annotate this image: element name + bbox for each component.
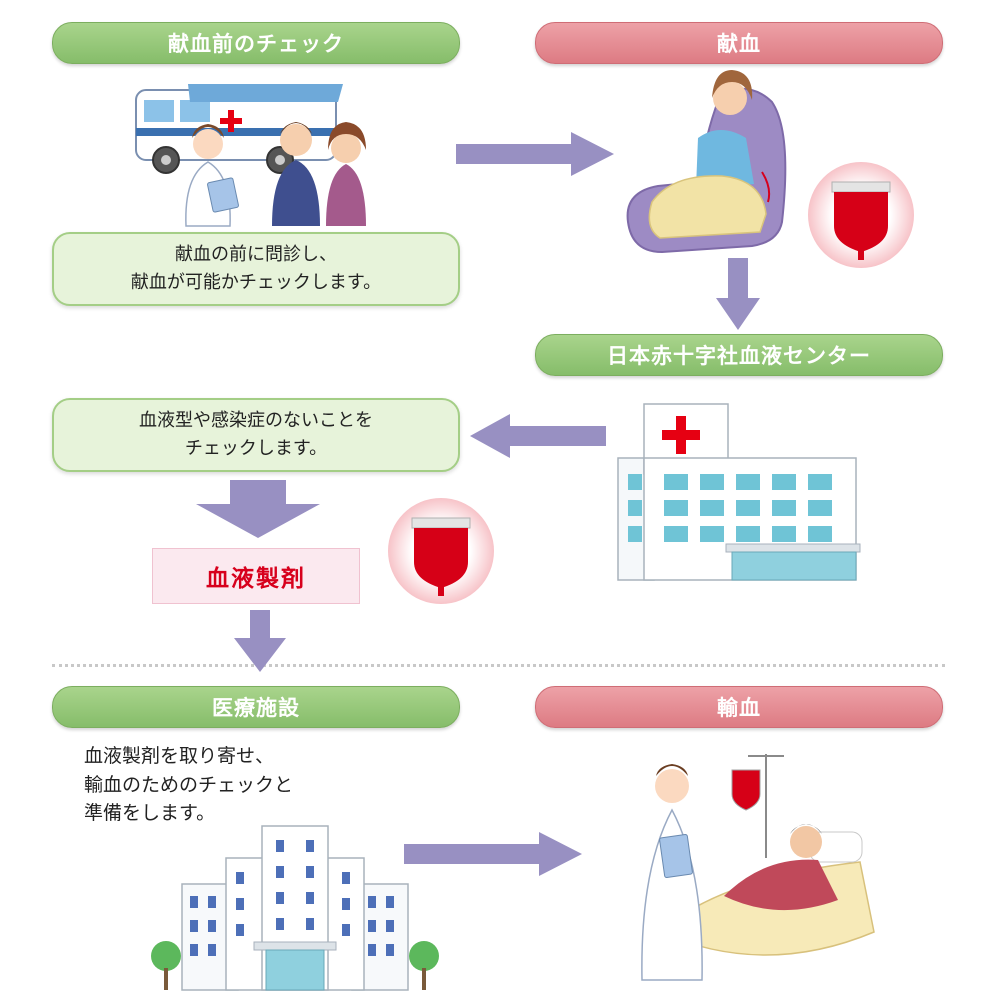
note-facility-line-1: 血液製剤を取り寄せ、 (84, 745, 275, 767)
note-blood-test-line-1: 血液型や感染症のないことを (139, 410, 373, 432)
donor-chair-illustration (626, 70, 787, 254)
hospital-building-illustration (151, 825, 439, 991)
step-donation: 献血 (535, 22, 943, 64)
note-facility: 血液製剤を取り寄せ、 輸血のためのチェックと 準備をします。 (84, 742, 293, 828)
note-facility-line-3: 準備をします。 (84, 802, 216, 824)
arrow-right-2 (404, 832, 582, 876)
note-blood-test: 血液型や感染症のないことを チェックします。 (52, 398, 460, 472)
arrow-down-2 (196, 480, 320, 538)
blood-bag-icon (808, 162, 914, 268)
note-facility-line-2: 輸血のためのチェックと (84, 773, 294, 796)
transfusion-illustration (641, 754, 875, 981)
step-medical-facility: 医療施設 (52, 686, 460, 728)
blood-bag-icon (388, 498, 494, 604)
note-blood-test-line-2: チェックします。 (184, 438, 328, 459)
section-divider (52, 664, 945, 667)
note-pre-check-line-1: 献血の前に問診し、 (174, 244, 337, 266)
step-blood-center: 日本赤十字社血液センター (535, 334, 943, 376)
donation-bus-illustration (135, 84, 366, 227)
blood-product-label: 血液製剤 (152, 548, 360, 604)
step-transfusion: 輸血 (535, 686, 943, 728)
note-pre-check-line-2: 献血が可能かチェックします。 (130, 272, 382, 293)
arrow-left-1 (470, 414, 606, 458)
note-pre-check: 献血の前に問診し、 献血が可能かチェックします。 (52, 232, 460, 306)
arrow-right-1 (456, 132, 614, 176)
step-pre-donation-check: 献血前のチェック (52, 22, 460, 64)
arrow-down-1 (716, 258, 760, 330)
blood-center-building-illustration (617, 403, 861, 581)
arrow-down-3 (234, 610, 286, 672)
